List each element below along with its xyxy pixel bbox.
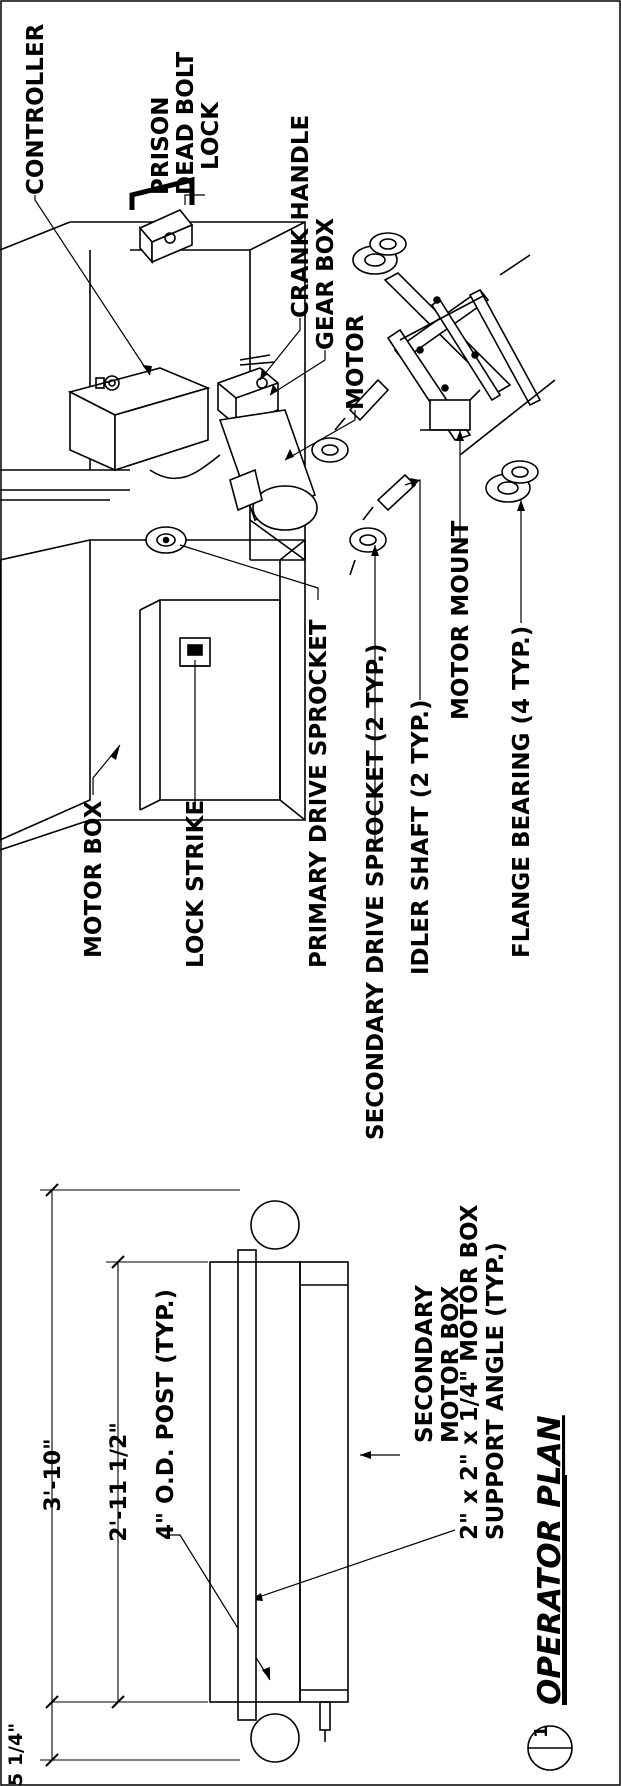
dimension-offset: 5 1/4" xyxy=(5,1723,27,1786)
leader-dead-bolt xyxy=(184,194,205,205)
label-post: 4" O.D. POST (TYP.) xyxy=(153,1289,179,1540)
leader-primary-sprocket xyxy=(179,544,319,600)
assembly-view xyxy=(0,176,556,851)
leader-idler-shaft xyxy=(404,479,421,700)
dead-bolt-lock-shape xyxy=(129,176,195,265)
label-motor-box: MOTOR BOX xyxy=(81,800,107,958)
label-motor: MOTOR xyxy=(343,314,369,410)
post-bottom xyxy=(250,1713,300,1763)
label-prison: PRISON xyxy=(148,97,174,196)
motor-mount-shape xyxy=(383,254,542,441)
dimension-lines xyxy=(40,1189,240,1761)
motor-box-shape xyxy=(0,539,306,851)
leader-crank-handle xyxy=(259,318,301,381)
idler-shaft-shape xyxy=(334,378,417,521)
detail-number: 1 xyxy=(531,1725,552,1738)
label-primary-drive-sprocket: PRIMARY DRIVE SPROCKET xyxy=(306,619,332,968)
label-secondary-drive-sprocket: SECONDARY DRIVE SPROCKET (2 TYP.) xyxy=(363,644,389,1140)
plan-view xyxy=(209,1200,349,1763)
support-angle-strip xyxy=(237,1249,257,1721)
label-dead-bolt: DEAD BOLT xyxy=(173,51,199,195)
shaft-stub xyxy=(319,1701,331,1731)
leader-support-angle xyxy=(249,1529,456,1601)
label-crank-handle: CRANK HANDLE xyxy=(288,115,314,318)
label-secondary-motor-box-2: MOTOR BOX xyxy=(438,1285,464,1443)
label-group: CONTROLLER PRISON DEAD BOLT LOCK CRANK H… xyxy=(23,23,535,1540)
motor-shape xyxy=(217,354,318,531)
drawing-title: OPERATOR PLAN xyxy=(532,1415,568,1705)
label-support-angle-1: 2" x 2" x 1/4" MOTOR BOX xyxy=(457,1204,483,1540)
label-lock: LOCK xyxy=(198,101,224,170)
label-secondary-motor-box-1: SECONDARY xyxy=(412,1285,438,1443)
leader-controller xyxy=(34,195,151,376)
title-block: 1 OPERATOR PLAN xyxy=(527,1415,573,1771)
label-lock-strike: LOCK STRIKE xyxy=(183,800,209,968)
primary-sprocket-shape xyxy=(145,526,187,554)
label-idler-shaft: IDLER SHAFT (2 TYP.) xyxy=(408,699,434,975)
dimension-text-group: 3'-10" 2'-11 1/2" 5 1/4" xyxy=(5,1422,132,1786)
flange-bearing-shapes xyxy=(352,232,556,503)
dimension-overall: 3'-10" xyxy=(41,1438,66,1511)
secondary-motor-box-plan xyxy=(299,1261,349,1703)
dimension-ticks xyxy=(45,1183,125,1767)
secondary-sprocket-shapes xyxy=(311,437,387,576)
label-controller: CONTROLLER xyxy=(23,23,49,195)
leader-gear-box xyxy=(269,350,326,396)
leader-motor xyxy=(284,410,356,461)
post-top xyxy=(250,1200,300,1250)
label-gear-box: GEAR BOX xyxy=(313,218,339,350)
controller-shape xyxy=(67,367,221,480)
dimension-inner: 2'-11 1/2" xyxy=(107,1422,132,1542)
label-support-angle-2: SUPPORT ANGLE (TYP.) xyxy=(483,1242,509,1540)
label-flange-bearing: FLANGE BEARING (4 TYP.) xyxy=(509,626,535,958)
label-motor-mount: MOTOR MOUNT xyxy=(448,520,474,720)
